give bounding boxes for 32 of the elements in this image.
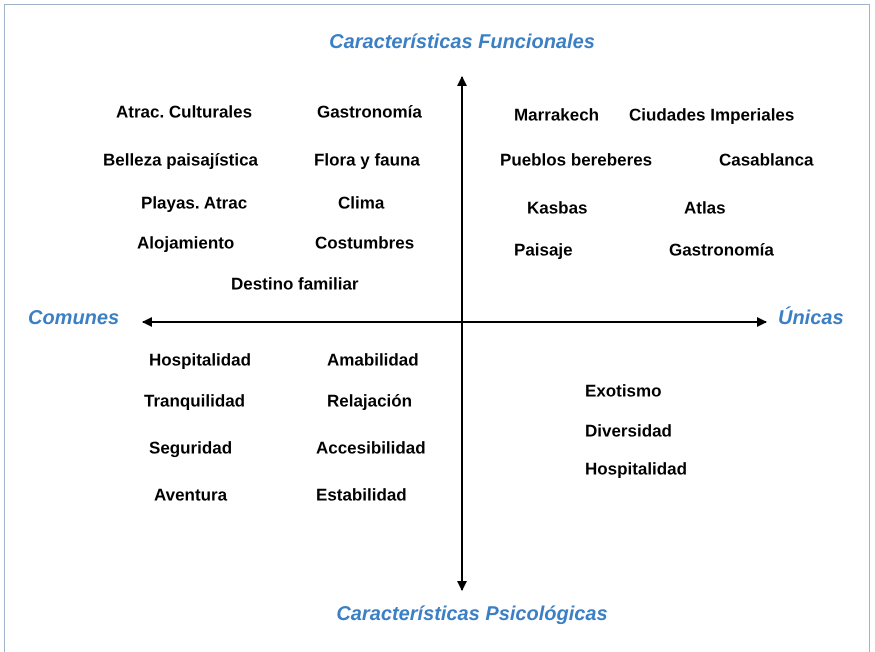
- axis-title: Comunes: [28, 306, 120, 331]
- attribute-label: Flora y fauna: [314, 149, 420, 172]
- attribute-label: Hospitalidad: [585, 458, 688, 480]
- attribute-label: Costumbres: [315, 232, 414, 254]
- attribute-label: Diversidad: [585, 420, 672, 442]
- attribute-label: Estabilidad: [316, 484, 407, 506]
- attribute-label: Exotismo: [585, 380, 662, 402]
- attribute-label: Atrac. Culturales: [116, 101, 252, 124]
- attribute-label: Seguridad: [149, 437, 232, 460]
- axis-title: Características Psicológicas: [336, 602, 608, 627]
- attribute-label: Clima: [338, 192, 384, 214]
- attribute-label: Paisaje: [514, 239, 573, 262]
- attribute-label: Casablanca: [719, 149, 814, 172]
- attribute-label: Amabilidad: [327, 349, 419, 372]
- attribute-label: Gastronomía: [669, 239, 774, 262]
- axis-title: Únicas: [778, 305, 844, 331]
- attribute-label: Relajación: [327, 390, 412, 412]
- attribute-label: Tranquilidad: [144, 390, 246, 412]
- axis-title: Características Funcionales: [329, 30, 595, 55]
- attribute-label: Accesibilidad: [316, 437, 426, 460]
- attribute-label: Pueblos bereberes: [500, 149, 652, 172]
- attribute-label: Kasbas: [527, 197, 588, 220]
- attribute-label: Hospitalidad: [149, 349, 252, 372]
- attribute-label: Alojamiento: [137, 232, 234, 254]
- attribute-label: Belleza paisajística: [103, 149, 258, 172]
- attribute-label: Playas. Atrac: [141, 192, 248, 214]
- attribute-label: Marrakech: [514, 104, 600, 126]
- attribute-label: Ciudades Imperiales: [629, 104, 794, 126]
- attribute-label: Destino familiar: [231, 273, 359, 296]
- attribute-label: Gastronomía: [317, 101, 422, 124]
- attribute-label: Atlas: [684, 197, 726, 220]
- attribute-label: Aventura: [154, 484, 228, 506]
